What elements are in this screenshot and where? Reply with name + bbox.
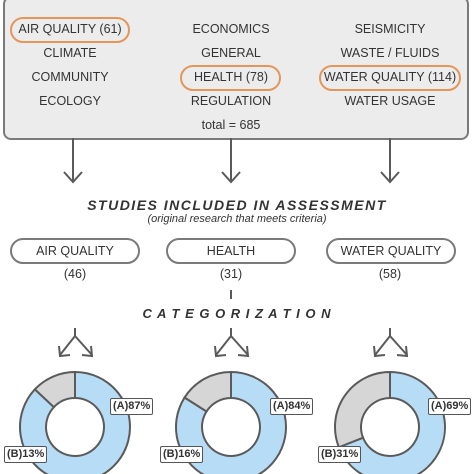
count-health: (31) <box>219 267 243 281</box>
split-3-right <box>389 335 408 356</box>
topic-ecology: ECOLOGY <box>39 94 101 108</box>
topic-regulation: REGULATION <box>190 94 272 108</box>
category-air-quality: AIR QUALITY <box>10 238 140 264</box>
topic-waste-fluids: WASTE / FLUIDS <box>340 46 440 60</box>
topic-economics: ECONOMICS <box>192 22 270 36</box>
topic-water-usage: WATER USAGE <box>344 94 436 108</box>
topic-climate: CLIMATE <box>43 46 97 60</box>
donut-3-segment-b <box>334 370 391 449</box>
split-3-right-head <box>396 345 409 358</box>
topics-box <box>3 0 469 140</box>
topic-seismicity: SEISMICITY <box>354 22 426 36</box>
split-2-right <box>230 335 249 356</box>
arrow-1-head <box>63 171 83 184</box>
label-health-b: (B)16% <box>160 446 204 463</box>
label-water-quality-a: (A)69% <box>428 398 472 415</box>
split-2-left <box>215 335 232 356</box>
categorization-title: C A T E G O R I Z A T I O N <box>142 306 332 321</box>
label-air-quality-a: (A)87% <box>110 398 154 415</box>
topic-general: GENERAL <box>201 46 261 60</box>
donut-1-segment-a <box>19 370 131 474</box>
highlight-water-quality <box>319 65 461 91</box>
donut-2-segment-b <box>183 370 232 413</box>
label-water-quality-b: (B)31% <box>318 446 362 463</box>
split-3-left <box>374 335 391 356</box>
split-2-right-head <box>237 345 250 358</box>
count-water-quality: (58) <box>378 267 402 281</box>
assessment-subtitle: (original research that meets criteria) <box>147 213 327 225</box>
split-1-right <box>74 335 93 356</box>
donut-2-segment-a <box>175 370 287 474</box>
highlight-air-quality <box>10 17 130 43</box>
arrow-3-head <box>380 171 400 184</box>
category-water-quality: WATER QUALITY <box>326 238 456 264</box>
split-1-left-head <box>58 345 71 358</box>
topics-total: total = 685 <box>201 118 261 132</box>
split-1-left <box>59 335 76 356</box>
arrow-2-head <box>221 171 241 184</box>
topic-health: HEALTH (78) <box>193 70 269 84</box>
label-air-quality-b: (B)13% <box>4 446 48 463</box>
category-health: HEALTH <box>166 238 296 264</box>
topic-air-quality: AIR QUALITY (61) <box>18 22 122 36</box>
split-1-right-head <box>81 345 94 358</box>
split-2-left-head <box>214 345 227 358</box>
assessment-title: STUDIES INCLUDED IN ASSESSMENT <box>87 197 387 213</box>
topic-water-quality: WATER QUALITY (114) <box>323 70 457 84</box>
count-air-quality: (46) <box>63 267 87 281</box>
donut-1-segment-b <box>33 370 76 409</box>
label-health-a: (A)84% <box>270 398 314 415</box>
topic-community: COMMUNITY <box>31 70 109 84</box>
highlight-health <box>180 65 281 91</box>
split-3-left-head <box>373 345 386 358</box>
